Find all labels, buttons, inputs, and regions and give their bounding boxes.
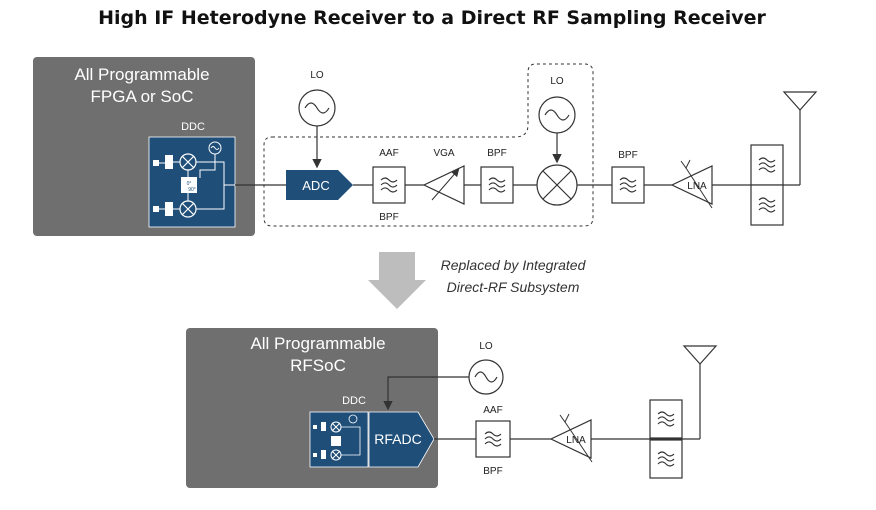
ddc-label-top: DDC [181,121,205,133]
sine-wave-icon [304,102,330,114]
lo-oscillator-bottom [468,359,504,395]
bpf-label-bottom: BPF [483,466,502,477]
bpf-filter-mid [480,166,514,204]
bpf-mid-label: BPF [487,148,506,159]
antenna-top [782,91,818,185]
fpga-box-title-line1: All Programmable [74,65,209,84]
duplexer-filter-bottom [649,399,683,479]
mixer-icon [542,170,572,200]
diagram-title: High IF Heterodyne Receiver to a Direct … [98,7,766,29]
ddc-block-bottom [309,411,369,468]
bpf-filter-right [611,166,645,204]
adc-block: ADC [286,170,353,200]
aaf-filter-bottom [475,420,511,458]
lo-left-label: LO [310,70,324,81]
aaf-label-top: AAF [379,148,398,159]
aaf-label-bottom: AAF [483,405,502,416]
rfsoc-box-title-line2: RFSoC [290,356,346,375]
adc-label: ADC [302,178,329,193]
lo-oscillator-right [538,96,576,134]
antenna-icon [782,91,818,111]
sine-wave-icon [474,371,498,383]
vga-label: VGA [433,148,454,159]
mixer-top [536,164,578,206]
lna-label-bottom: LNA [566,435,586,446]
ddc-label-bottom: DDC [342,395,366,407]
rfsoc-box-title-line1: All Programmable [250,334,385,353]
sine-wave-icon [544,109,570,121]
lo-bottom-arrow [383,376,469,411]
antenna-bottom [682,345,718,439]
svg-text:90°: 90° [188,187,196,193]
bpf-under-aaf-label: BPF [379,212,398,223]
replacement-caption-line2: Direct-RF Subsystem [447,279,580,295]
lo-oscillator-left [298,89,336,127]
down-arrow-icon [368,252,426,309]
rfadc-label: RFADC [374,431,421,447]
svg-text:0°: 0° [187,181,192,187]
bpf-right-label: BPF [618,150,637,161]
heterodyne-dashed-enclosure [263,63,594,227]
fpga-box-title-line2: FPGA or SoC [91,87,194,106]
lo-right-label: LO [550,76,564,87]
lo-bottom-label: LO [479,341,493,352]
rfadc-block: RFADC [368,411,435,468]
replacement-caption-line1: Replaced by Integrated [441,257,587,273]
lna-label-top: LNA [687,181,707,192]
duplexer-filter-top [750,144,784,226]
vga-amplifier [422,165,465,205]
aaf-filter-top [372,166,406,204]
ddc-block-top: 0° 90° [148,136,236,228]
antenna-icon [682,345,718,365]
